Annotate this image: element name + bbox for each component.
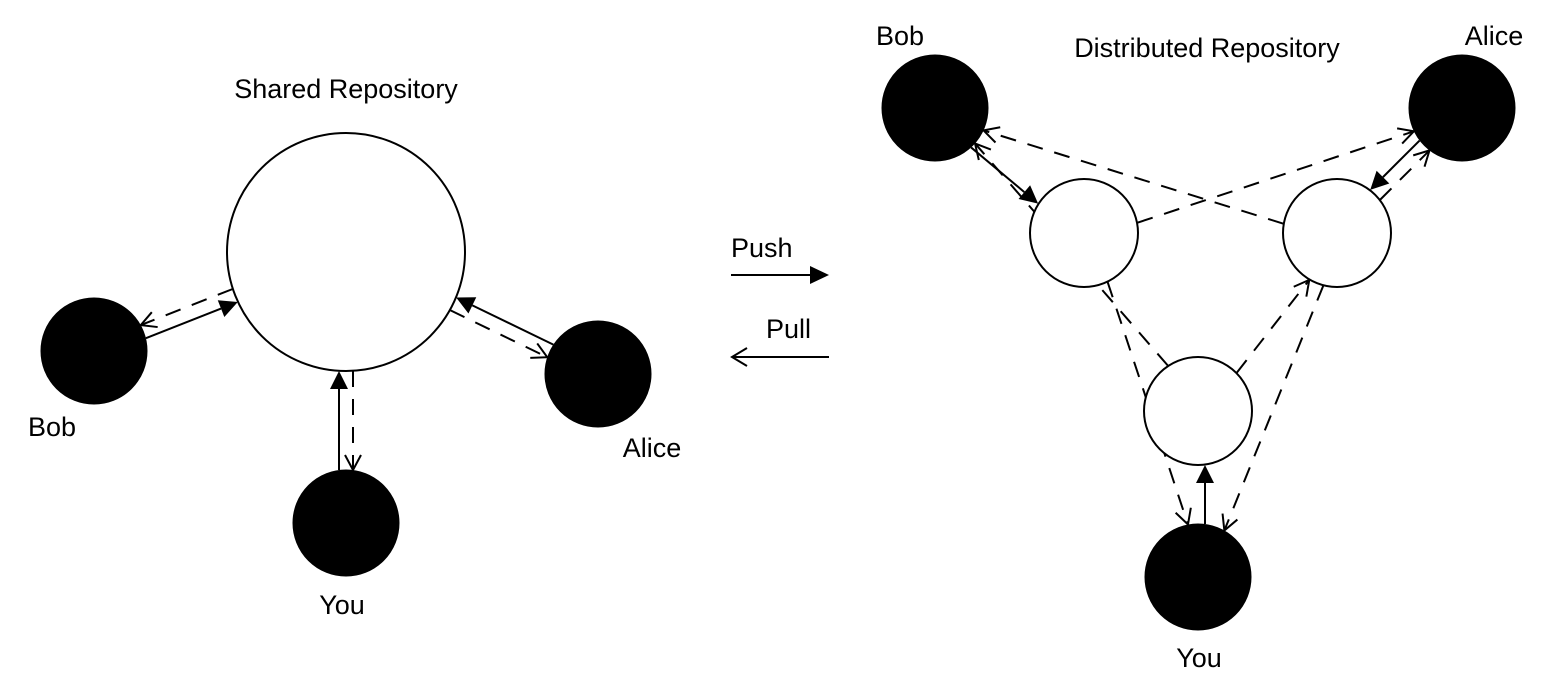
legend-push-arrowhead bbox=[810, 266, 829, 284]
bob-repository-node bbox=[1029, 178, 1139, 288]
left-edge-pull-shared-to-alice-line bbox=[449, 309, 548, 359]
legend-push-label: Push bbox=[731, 233, 793, 263]
alice-repository-node bbox=[1282, 178, 1392, 288]
left-alice-node bbox=[544, 320, 652, 428]
right-edge-push-you-to-you_repo-arrowhead bbox=[1196, 465, 1214, 483]
shared-repository-title: Shared Repository bbox=[234, 74, 458, 104]
right-bob-label: Bob bbox=[876, 21, 924, 51]
legend: Push Pull bbox=[730, 233, 829, 367]
left-edge-push-alice-to-shared-arrowhead bbox=[456, 297, 477, 314]
right-edge-pull-you_repo-to-alice_repo-line bbox=[1235, 279, 1311, 374]
left-alice-label: Alice bbox=[623, 433, 682, 463]
left-edges bbox=[138, 288, 554, 473]
distributed-repository-diagram: Distributed Repository Bob Alice You bbox=[876, 21, 1523, 673]
right-edge-push-bob-to-bob_repo-arrowhead bbox=[1018, 185, 1039, 204]
legend-pull-arrowhead bbox=[730, 347, 748, 367]
right-edge-pull-alice_repo-to-bob-line bbox=[983, 129, 1284, 225]
left-you-label: You bbox=[319, 590, 365, 620]
shared-repository-node bbox=[226, 132, 466, 372]
left-bob-node bbox=[40, 297, 148, 405]
left-edge-push-bob-to-shared-line bbox=[145, 307, 222, 340]
left-bob-label: Bob bbox=[28, 412, 76, 442]
legend-pull-label: Pull bbox=[766, 314, 811, 344]
right-alice-label: Alice bbox=[1465, 21, 1524, 51]
right-edge-push-alice-to-alice_repo-line bbox=[1382, 139, 1421, 178]
right-edge-pull-bob_repo-to-you-arrowhead bbox=[1174, 507, 1192, 527]
right-alice-node bbox=[1408, 54, 1516, 162]
left-edge-push-alice-to-shared-line bbox=[471, 304, 554, 346]
right-edge-pull-bob_repo-to-alice-arrowhead bbox=[1396, 127, 1416, 145]
right-you-node bbox=[1144, 523, 1252, 631]
right-you-label: You bbox=[1176, 643, 1222, 673]
left-edge-push-you-to-shared-arrowhead bbox=[330, 371, 348, 389]
distributed-repository-title: Distributed Repository bbox=[1074, 33, 1340, 63]
left-edge-pull-shared-to-bob-arrowhead bbox=[138, 311, 158, 329]
right-edge-push-alice-to-alice_repo-arrowhead bbox=[1370, 170, 1390, 190]
right-edge-pull-bob_repo-to-alice-line bbox=[1137, 130, 1415, 224]
right-edge-pull-alice_repo-to-bob-arrowhead bbox=[981, 126, 1001, 144]
left-edge-push-bob-to-shared-arrowhead bbox=[217, 300, 238, 317]
right-edge-pull-alice_repo-to-alice-line bbox=[1379, 149, 1431, 201]
shared-repository-diagram: Shared Repository Bob You Alice bbox=[28, 74, 681, 620]
right-bob-node bbox=[881, 54, 989, 162]
left-you-node bbox=[292, 469, 400, 577]
you-repository-node bbox=[1143, 356, 1253, 466]
left-edge-pull-shared-to-bob-line bbox=[140, 288, 234, 327]
right-edge-pull-alice_repo-to-you-arrowhead bbox=[1221, 513, 1239, 533]
